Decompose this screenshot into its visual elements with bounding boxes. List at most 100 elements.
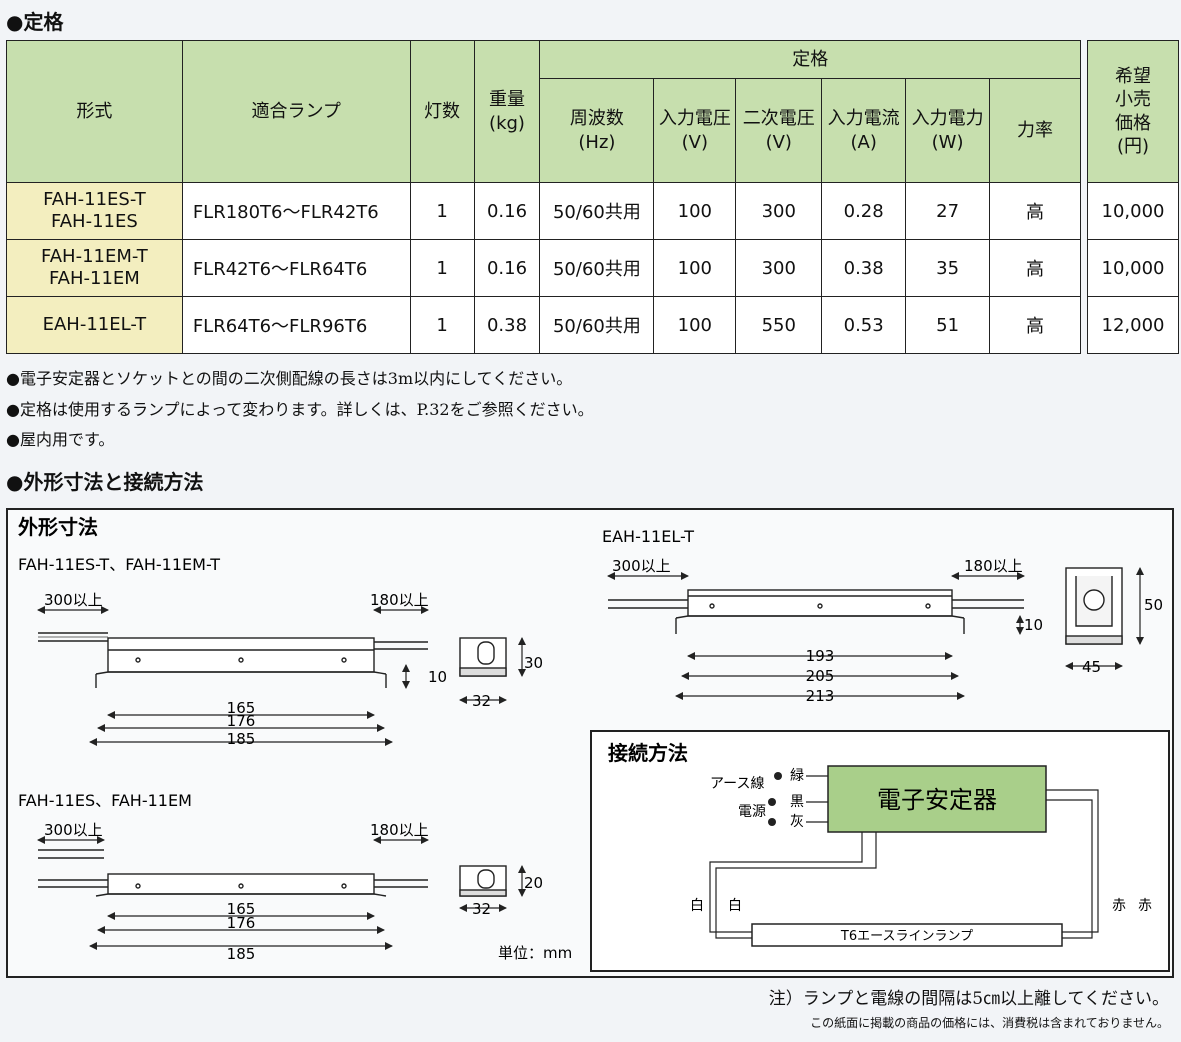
end-view-2 bbox=[459, 865, 507, 897]
unit-label: 単位：mm bbox=[498, 944, 572, 962]
cell-price: 10,000 bbox=[1087, 239, 1179, 297]
cell-weight: 0.16 bbox=[473, 239, 541, 297]
connection-diagram: 接続方法 アース線 電源 緑 黒 灰 電子安定器 白 白 赤 赤 T6エースライ… bbox=[608, 741, 1152, 947]
header-rating-group: 定格 bbox=[539, 40, 1081, 79]
spec-table: 形式 適合ランプ 灯数 重量 (kg) 定格 周波数 (Hz) 入力電圧 (V)… bbox=[6, 40, 1081, 354]
dimension-heading: ●外形寸法と接続方法 bbox=[6, 470, 204, 494]
cell-lamp: FLR42T6～FLR64T6 bbox=[181, 239, 411, 297]
g2-dim-185: 185 bbox=[227, 945, 256, 963]
end-view-1 bbox=[459, 637, 507, 677]
g1-left-lead: 300以上 bbox=[44, 591, 103, 609]
cell-count: 1 bbox=[409, 182, 475, 240]
g1-height: 10 bbox=[428, 668, 447, 686]
cell-input-power: 35 bbox=[905, 239, 991, 297]
g2-end-height: 20 bbox=[524, 874, 543, 892]
cell-power-factor: 高 bbox=[989, 182, 1081, 240]
g1-dim-176: 176 bbox=[227, 712, 256, 730]
header-secondary-voltage: 二次電圧 (V) bbox=[735, 78, 823, 183]
white-wire-label-1: 白 bbox=[690, 898, 704, 914]
cell-power-factor: 高 bbox=[989, 239, 1081, 297]
cell-input-voltage: 100 bbox=[653, 296, 737, 354]
power-terminal-gray bbox=[768, 818, 776, 826]
ballast-box bbox=[827, 765, 1047, 833]
header-weight: 重量 (kg) bbox=[473, 40, 541, 183]
cell-lamp: FLR180T6～FLR42T6 bbox=[181, 182, 411, 240]
g1-end-width: 32 bbox=[472, 692, 491, 710]
ballast-drawing-2 bbox=[38, 849, 428, 897]
header-input-current: 入力電流 (A) bbox=[821, 78, 907, 183]
g3-dim-205: 205 bbox=[806, 667, 835, 685]
group1-label: FAH-11ES-T、FAH-11EM-T bbox=[18, 555, 220, 574]
g1-dim-185: 185 bbox=[227, 730, 256, 748]
note-1: ●電子安定器とソケットとの間の二次側配線の長さは3m以内にしてください。 bbox=[6, 369, 573, 388]
end-view-3 bbox=[1065, 567, 1123, 645]
g2-dim-176: 176 bbox=[227, 914, 256, 932]
connection-title: 接続方法 bbox=[608, 741, 688, 765]
table-row: 12,000 bbox=[1087, 296, 1179, 354]
header-frequency: 周波数 (Hz) bbox=[539, 78, 655, 183]
cell-weight: 0.16 bbox=[473, 182, 541, 240]
earth-label: アース線 bbox=[710, 776, 764, 792]
g3-height: 10 bbox=[1024, 616, 1043, 634]
g1-dim-165: 165 bbox=[227, 699, 256, 717]
g1-right-lead: 180以上 bbox=[370, 591, 429, 609]
cell-input-power: 27 bbox=[905, 182, 991, 240]
cell-power-factor: 高 bbox=[989, 296, 1081, 354]
ballast-drawing-1 bbox=[38, 632, 428, 688]
white-wire-label-2: 白 bbox=[728, 898, 742, 914]
g3-end-width: 45 bbox=[1082, 658, 1101, 676]
g2-right-lead: 180以上 bbox=[370, 821, 429, 839]
cell-input-power: 51 bbox=[905, 296, 991, 354]
cell-model: FAH-11EM-T FAH-11EM bbox=[6, 239, 183, 297]
cell-frequency: 50/60共用 bbox=[539, 239, 655, 297]
black-wire-label: 黒 bbox=[790, 794, 804, 810]
table-row: 10,000 bbox=[1087, 182, 1179, 240]
power-terminal-black bbox=[768, 798, 776, 806]
red-wire-label-1: 赤 bbox=[1112, 898, 1126, 914]
cell-secondary-voltage: 550 bbox=[735, 296, 823, 354]
cell-secondary-voltage: 300 bbox=[735, 239, 823, 297]
g3-dim-213: 213 bbox=[806, 687, 835, 705]
note-3: ●屋内用です。 bbox=[6, 430, 115, 449]
lamp-tube bbox=[751, 923, 1063, 947]
header-input-voltage: 入力電圧 (V) bbox=[653, 78, 737, 183]
header-lamp-count: 灯数 bbox=[409, 40, 475, 183]
group3-label: EAH-11EL-T bbox=[602, 527, 694, 546]
cell-input-current: 0.28 bbox=[821, 182, 907, 240]
cell-model: EAH-11EL-T bbox=[6, 296, 183, 354]
earth-terminal bbox=[774, 772, 782, 780]
g3-end-height: 50 bbox=[1144, 596, 1163, 614]
table-row: 10,000 bbox=[1087, 239, 1179, 297]
lamp-label: T6エースラインランプ bbox=[840, 929, 973, 944]
ballast-label: 電子安定器 bbox=[877, 786, 997, 814]
power-label: 電源 bbox=[738, 804, 766, 820]
footnote: 注）ランプと電線の間隔は5㎝以上離してください。 bbox=[768, 989, 1169, 1009]
g1-end-height: 30 bbox=[524, 654, 543, 672]
g2-left-lead: 300以上 bbox=[44, 821, 103, 839]
g2-end-width: 32 bbox=[472, 900, 491, 918]
cell-input-voltage: 100 bbox=[653, 239, 737, 297]
table-row: FAH-11ES-T FAH-11ES FLR180T6～FLR42T6 1 0… bbox=[6, 182, 1081, 240]
note-2: ●定格は使用するランプによって変わります。詳しくは、P.32をご参照ください。 bbox=[6, 400, 594, 419]
g3-right-lead: 180以上 bbox=[964, 557, 1023, 575]
g2-dim-165: 165 bbox=[227, 900, 256, 918]
cell-count: 1 bbox=[409, 239, 475, 297]
cell-input-current: 0.53 bbox=[821, 296, 907, 354]
cell-input-voltage: 100 bbox=[653, 182, 737, 240]
table-row: EAH-11EL-T FLR64T6～FLR96T6 1 0.38 50/60共… bbox=[6, 296, 1081, 354]
price-table: 希望 小売 価格 (円) 10,000 10,000 12,000 bbox=[1087, 40, 1179, 354]
connection-panel: 接続方法 アース線 電源 緑 黒 灰 電子安定器 白 白 赤 赤 T6エースライ… bbox=[590, 730, 1170, 972]
header-input-power: 入力電力 (W) bbox=[905, 78, 991, 183]
green-wire-label: 緑 bbox=[790, 768, 804, 784]
cell-secondary-voltage: 300 bbox=[735, 182, 823, 240]
header-lamp: 適合ランプ bbox=[181, 40, 411, 183]
cell-frequency: 50/60共用 bbox=[539, 296, 655, 354]
gray-wire-label: 灰 bbox=[790, 814, 804, 830]
table-row: FAH-11EM-T FAH-11EM FLR42T6～FLR64T6 1 0.… bbox=[6, 239, 1081, 297]
cell-lamp: FLR64T6～FLR96T6 bbox=[181, 296, 411, 354]
g3-left-lead: 300以上 bbox=[612, 557, 671, 575]
header-price: 希望 小売 価格 (円) bbox=[1087, 40, 1179, 183]
spec-heading: ●定格 bbox=[6, 10, 64, 34]
dimension-title: 外形寸法 bbox=[18, 515, 98, 539]
cell-price: 12,000 bbox=[1087, 296, 1179, 354]
